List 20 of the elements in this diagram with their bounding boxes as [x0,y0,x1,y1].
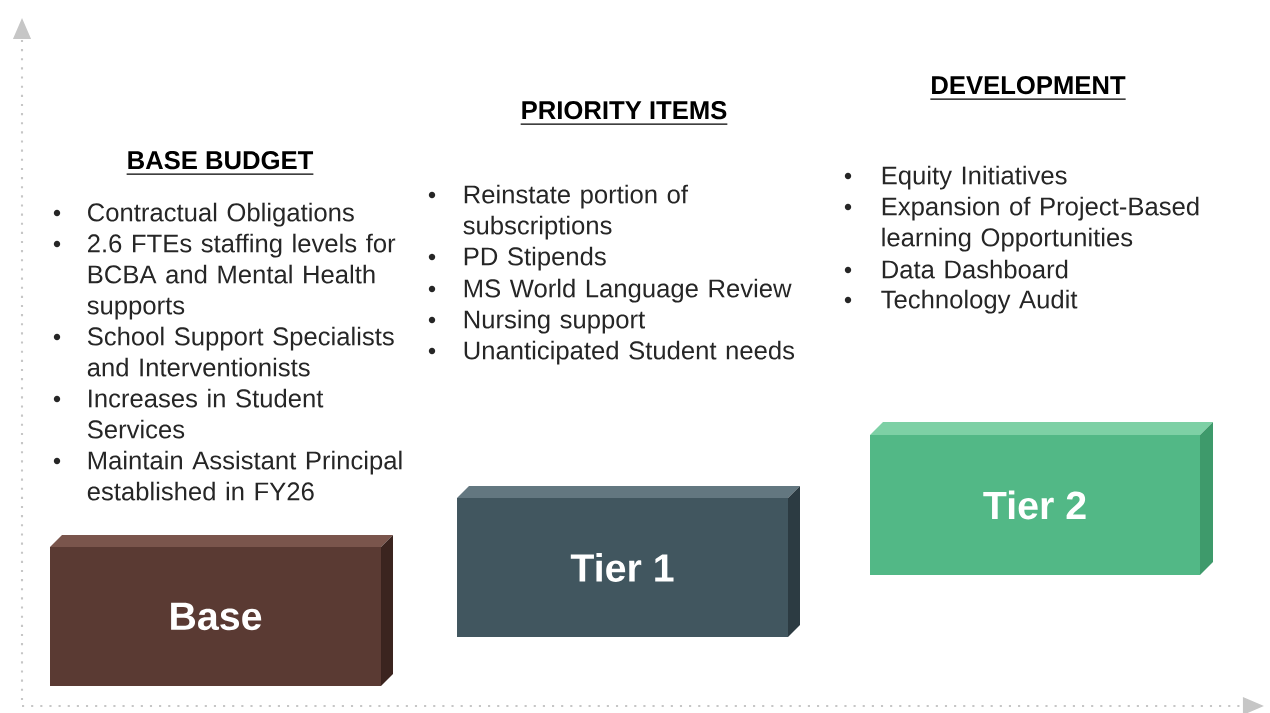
bullet-item: Maintain Assistant Principal established in FY26 [87,450,402,501]
tier-block: Base [50,535,393,686]
bullet-item: Equity Initiatives [882,165,1067,190]
section-heading: PRIORITY ITEMS [519,101,729,125]
section-heading: BASE BUDGET [125,151,315,175]
bullet-item: Increases in Student Services [87,388,324,439]
bullet-item: Technology Audit [881,289,1078,314]
bullet-item: PD Stipends [464,246,606,271]
bullet-item: Contractual Obligations [88,202,354,227]
bullet-item: Nursing support [464,309,645,334]
bullet-item: Data Dashboard [882,259,1068,279]
bullet-item: MS World Language Review [464,278,792,303]
tier-block: Tier 1 [457,486,800,637]
section-heading: DEVELOPMENT [929,76,1127,100]
bullet-item: Expansion of Project-Based learning Opportunities [882,196,1199,252]
bullet-item: 2.6 FTEs staffing levels for BCBA and Mental Health supports [87,233,396,320]
bullet-item: School Support Specialists and Interventionists [87,326,394,377]
bullet-item: Unanticipated Student needs [464,340,795,365]
bullet-item: Reinstate portion of subscriptions [463,184,689,240]
tier-block: Tier 2 [870,422,1213,575]
